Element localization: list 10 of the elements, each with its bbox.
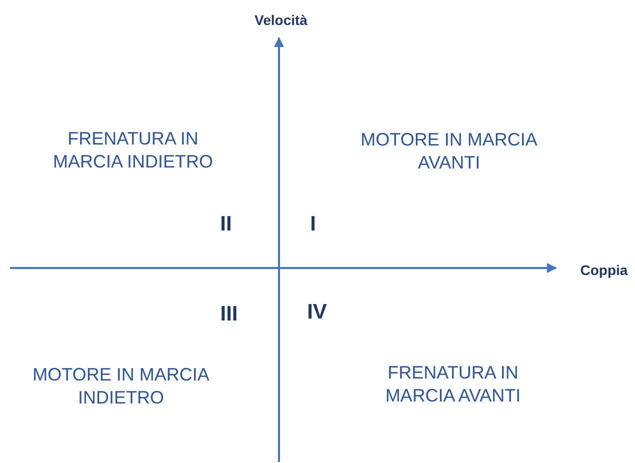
axis-label: Coppia <box>580 260 628 280</box>
quadrant-number: III <box>220 301 238 328</box>
quadrant-label: FRENATURA IN MARCIA INDIETRO <box>52 128 214 174</box>
quadrant-number: I <box>310 211 316 238</box>
axis-label: Velocità <box>254 10 308 30</box>
quadrant-number: IV <box>307 299 327 326</box>
quadrant-label: MOTORE IN MARCIA INDIETRO <box>32 364 210 410</box>
quadrant-label: MOTORE IN MARCIA AVANTI <box>360 128 538 175</box>
quadrant-label: FRENATURA IN MARCIA AVANTI <box>384 362 522 408</box>
quadrant-number: II <box>220 211 232 238</box>
